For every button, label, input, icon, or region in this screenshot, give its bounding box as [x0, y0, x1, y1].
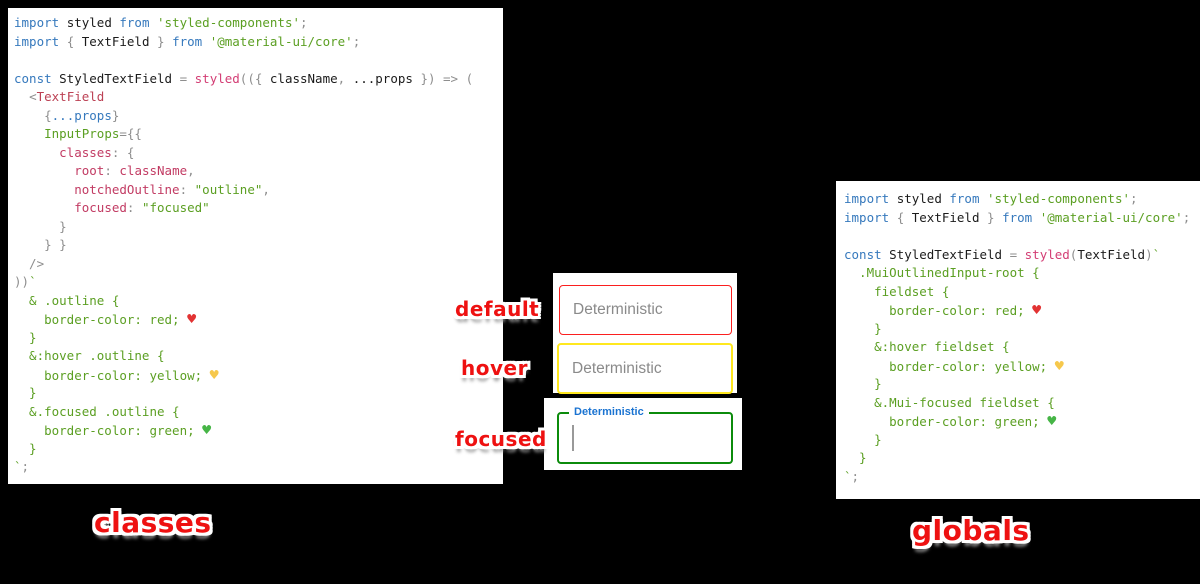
code-line: }: [844, 320, 882, 336]
code-line: }: [14, 329, 37, 345]
code-line: .MuiOutlinedInput-root {: [844, 265, 1040, 280]
textfield-hover-placeholder: Deterministic: [572, 359, 662, 377]
code-line: } }: [14, 237, 67, 252]
code-line: ))`: [14, 274, 37, 289]
code-line: }: [14, 385, 37, 400]
code-line: InputProps={{: [44, 126, 142, 141]
code-line: const StyledTextField = styled(TextField…: [844, 246, 1161, 262]
textfield-hover[interactable]: Deterministic: [557, 343, 733, 394]
code-line: }: [844, 431, 882, 447]
code-line: import styled from 'styled-components';: [14, 15, 308, 30]
code-line: border-color: yellow; ♥: [14, 365, 219, 384]
code-line: <TextField: [29, 89, 105, 104]
code-line: border-color: green; ♥: [14, 421, 212, 439]
globals-code-snippet: import styled from 'styled-components'; i…: [836, 181, 1200, 499]
classes-code-snippet: import styled from 'styled-components'; i…: [8, 8, 503, 484]
code-line: }: [14, 440, 37, 456]
code-line: }: [844, 376, 882, 391]
code-line: }: [14, 218, 67, 234]
code-line: [844, 227, 1200, 246]
label-hover: hover: [461, 356, 528, 380]
textfield-demo-panel-bottom: Deterministic: [544, 398, 742, 470]
textfield-focused-label: Deterministic: [569, 406, 649, 419]
label-default: default: [455, 297, 540, 321]
textfield-focused[interactable]: Deterministic: [557, 406, 733, 464]
caption-classes: classes: [94, 506, 212, 539]
code-line: &:hover fieldset {: [844, 339, 1010, 354]
caption-globals: globals: [912, 514, 1030, 547]
code-line: `;: [14, 459, 30, 474]
code-line: &:hover .outline {: [14, 348, 165, 363]
code-line: border-color: red; ♥: [844, 301, 1042, 319]
code-line: import styled from 'styled-components';: [844, 191, 1138, 206]
text-cursor: [572, 425, 574, 451]
code-line: [14, 51, 503, 70]
code-line: border-color: green; ♥: [844, 412, 1057, 430]
code-line: border-color: red; ♥: [14, 310, 197, 328]
code-line: import { TextField } from '@material-ui/…: [844, 209, 1191, 225]
code-line: root: className,: [74, 163, 195, 178]
code-line: const StyledTextField = styled(({ classN…: [14, 70, 474, 86]
code-line: focused: "focused": [74, 200, 210, 215]
code-line: fieldset {: [844, 283, 950, 299]
code-line: }: [844, 450, 867, 465]
label-focused: focused: [455, 427, 547, 451]
textfield-default-placeholder: Deterministic: [573, 301, 663, 318]
code-line: />: [14, 255, 45, 271]
code-line: &.focused .outline {: [14, 403, 180, 419]
textfield-demo-panel-top: Deterministic Deterministic: [553, 273, 737, 394]
code-line: {...props}: [44, 107, 120, 123]
code-line: &.Mui-focused fieldset {: [844, 394, 1055, 410]
textfield-default[interactable]: Deterministic: [559, 285, 732, 335]
code-line: & .outline {: [14, 292, 120, 308]
code-line: `;: [844, 468, 860, 484]
code-line: border-color: yellow; ♥: [844, 356, 1064, 375]
code-line: classes: {: [59, 144, 135, 160]
code-line: import { TextField } from '@material-ui/…: [14, 33, 361, 49]
code-line: notchedOutline: "outline",: [74, 181, 270, 197]
